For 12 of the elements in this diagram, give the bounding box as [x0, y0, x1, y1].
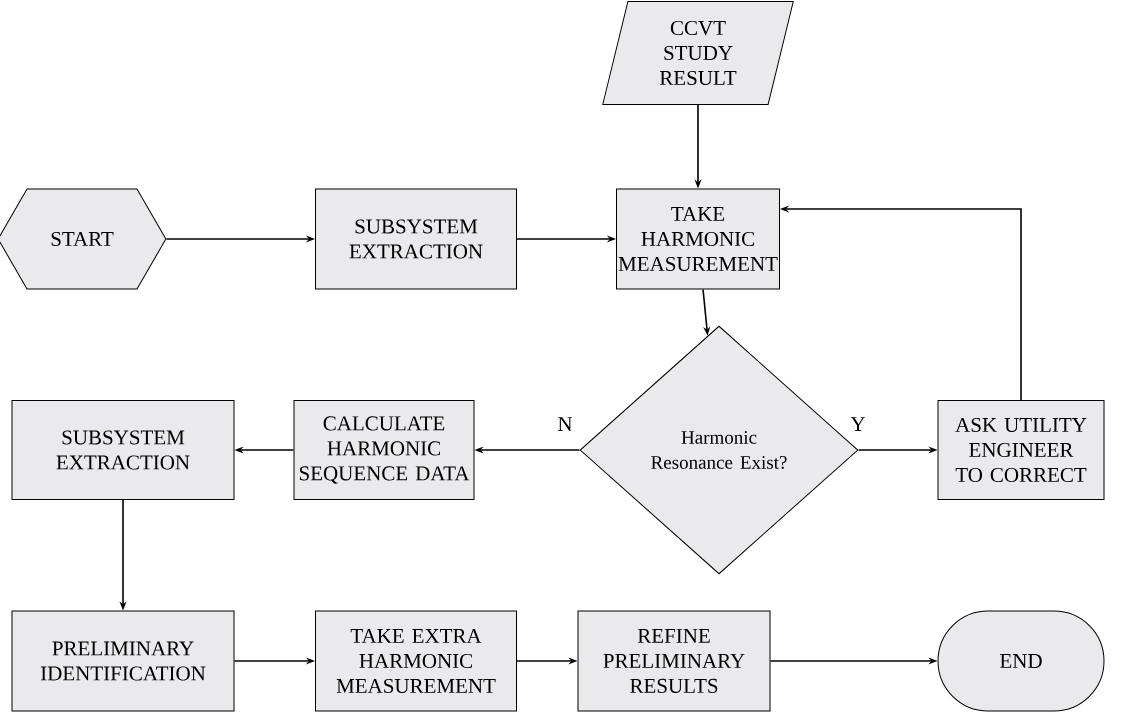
end-terminal: END — [937, 610, 1105, 712]
process-box: CALCULATE HARMONIC SEQUENCE DATA — [293, 400, 475, 500]
process-box: SUBSYSTEM EXTRACTION — [11, 400, 235, 500]
process-box: TAKE EXTRA HARMONIC MEASUREMENT — [315, 610, 517, 712]
process-box: PRELIMINARY IDENTIFICATION — [11, 610, 235, 712]
start-hexagon: START — [0, 188, 167, 290]
process-box: SUBSYSTEM EXTRACTION — [315, 188, 517, 290]
process-box: ASK UTILITY ENGINEER TO CORRECT — [937, 400, 1105, 500]
input-parallelogram: CCVT STUDY RESULT — [602, 1, 794, 105]
process-box: REFINE PRELIMINARY RESULTS — [577, 610, 771, 712]
process-box: TAKE HARMONIC MEASUREMENT — [616, 188, 780, 290]
edge-label: N — [556, 416, 574, 432]
